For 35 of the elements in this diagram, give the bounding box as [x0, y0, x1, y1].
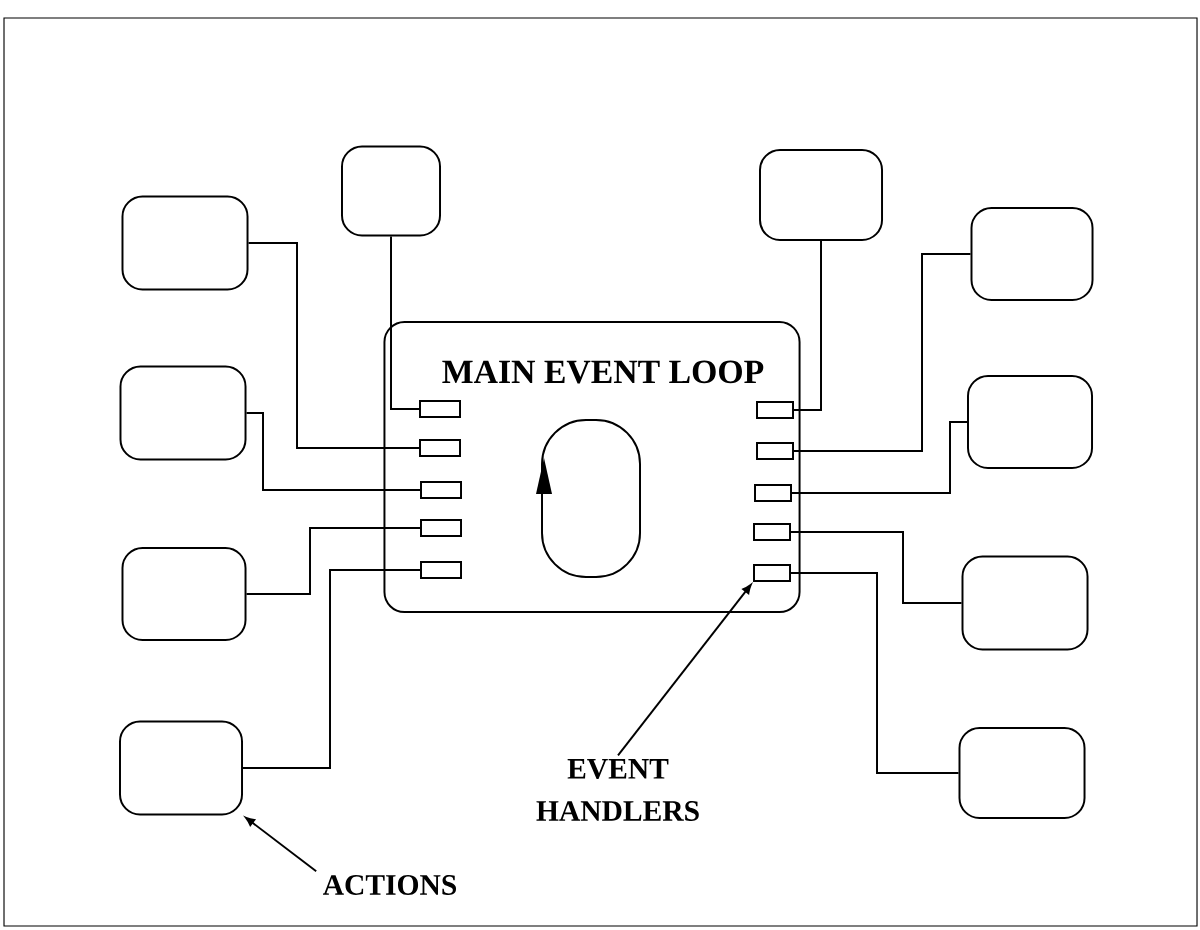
action-box: [341, 145, 441, 237]
action-box: [121, 195, 249, 291]
action-box: [958, 727, 1086, 819]
handler-box: [756, 401, 794, 419]
loop-box: MAIN EVENT LOOP: [383, 321, 801, 614]
action-box: [119, 720, 243, 816]
action-box: [121, 547, 247, 641]
action-box: [119, 365, 247, 461]
leader-arrow: [245, 816, 318, 873]
handler-box: [753, 564, 791, 582]
handler-box: [754, 484, 792, 502]
connector-line: [793, 253, 972, 452]
connector-line: [791, 421, 968, 494]
connector-line: [790, 531, 963, 604]
connector-line: [242, 569, 421, 769]
connector-line: [793, 240, 822, 411]
leader-arrow: [617, 584, 752, 757]
callout-label: EVENT HANDLERS: [536, 759, 699, 821]
action-box: [759, 149, 883, 241]
callout-label: ACTIONS: [323, 875, 456, 895]
handler-box: [420, 519, 462, 537]
connector-line: [245, 527, 421, 595]
action-box: [970, 207, 1094, 301]
connector-line: [245, 412, 421, 491]
handler-box: [419, 439, 461, 457]
handler-box: [420, 481, 462, 499]
action-box: [967, 375, 1093, 469]
handler-box: [419, 400, 461, 418]
handler-box: [753, 523, 791, 541]
connector-line: [790, 572, 960, 774]
handler-box: [756, 442, 794, 460]
connector-line: [247, 242, 420, 449]
handler-box: [420, 561, 462, 579]
connector-line: [390, 235, 420, 410]
action-box: [961, 555, 1089, 651]
